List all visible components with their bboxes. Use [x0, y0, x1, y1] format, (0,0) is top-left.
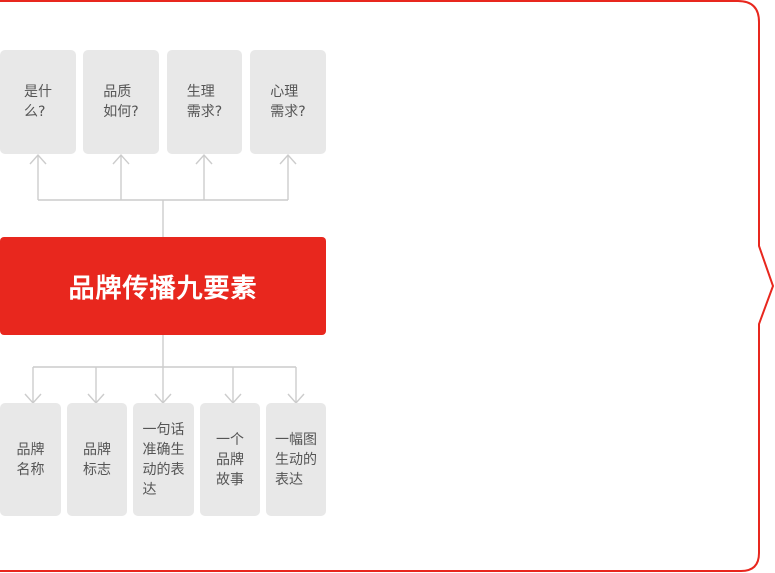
top-box-physiological-needs: 生理 需求?: [167, 50, 242, 154]
top-box-label: 品质 如何?: [103, 84, 139, 120]
top-box-what: 是什 么?: [0, 50, 76, 154]
bottom-box-label: 一幅图 生动的 表达: [275, 431, 317, 488]
bottom-box-brand-logo: 品牌 标志: [67, 403, 127, 516]
bottom-box-label: 一个 品牌 故事: [216, 431, 244, 488]
top-box-label: 生理 需求?: [186, 84, 223, 120]
top-box-psychological-needs: 心理 需求?: [250, 50, 326, 154]
bottom-box-image: 一幅图 生动的 表达: [266, 403, 326, 516]
top-box-label: 心理 需求?: [270, 84, 306, 120]
top-box-quality: 品质 如何?: [83, 50, 159, 154]
bottom-box-brand-name: 品牌 名称: [0, 403, 61, 516]
top-box-label: 是什 么?: [24, 84, 52, 120]
center-title-box: 品牌传播九要素: [0, 237, 326, 335]
bottom-box-label: 品牌 名称: [16, 441, 45, 478]
bottom-box-label: 品牌 标志: [83, 441, 111, 478]
bottom-box-slogan: 一句话 准确生 动的表 达: [133, 403, 194, 516]
bottom-box-label: 一句话 准确生 动的表 达: [142, 421, 185, 498]
bottom-box-brand-story: 一个 品牌 故事: [200, 403, 260, 516]
center-title: 品牌传播九要素: [68, 273, 258, 304]
